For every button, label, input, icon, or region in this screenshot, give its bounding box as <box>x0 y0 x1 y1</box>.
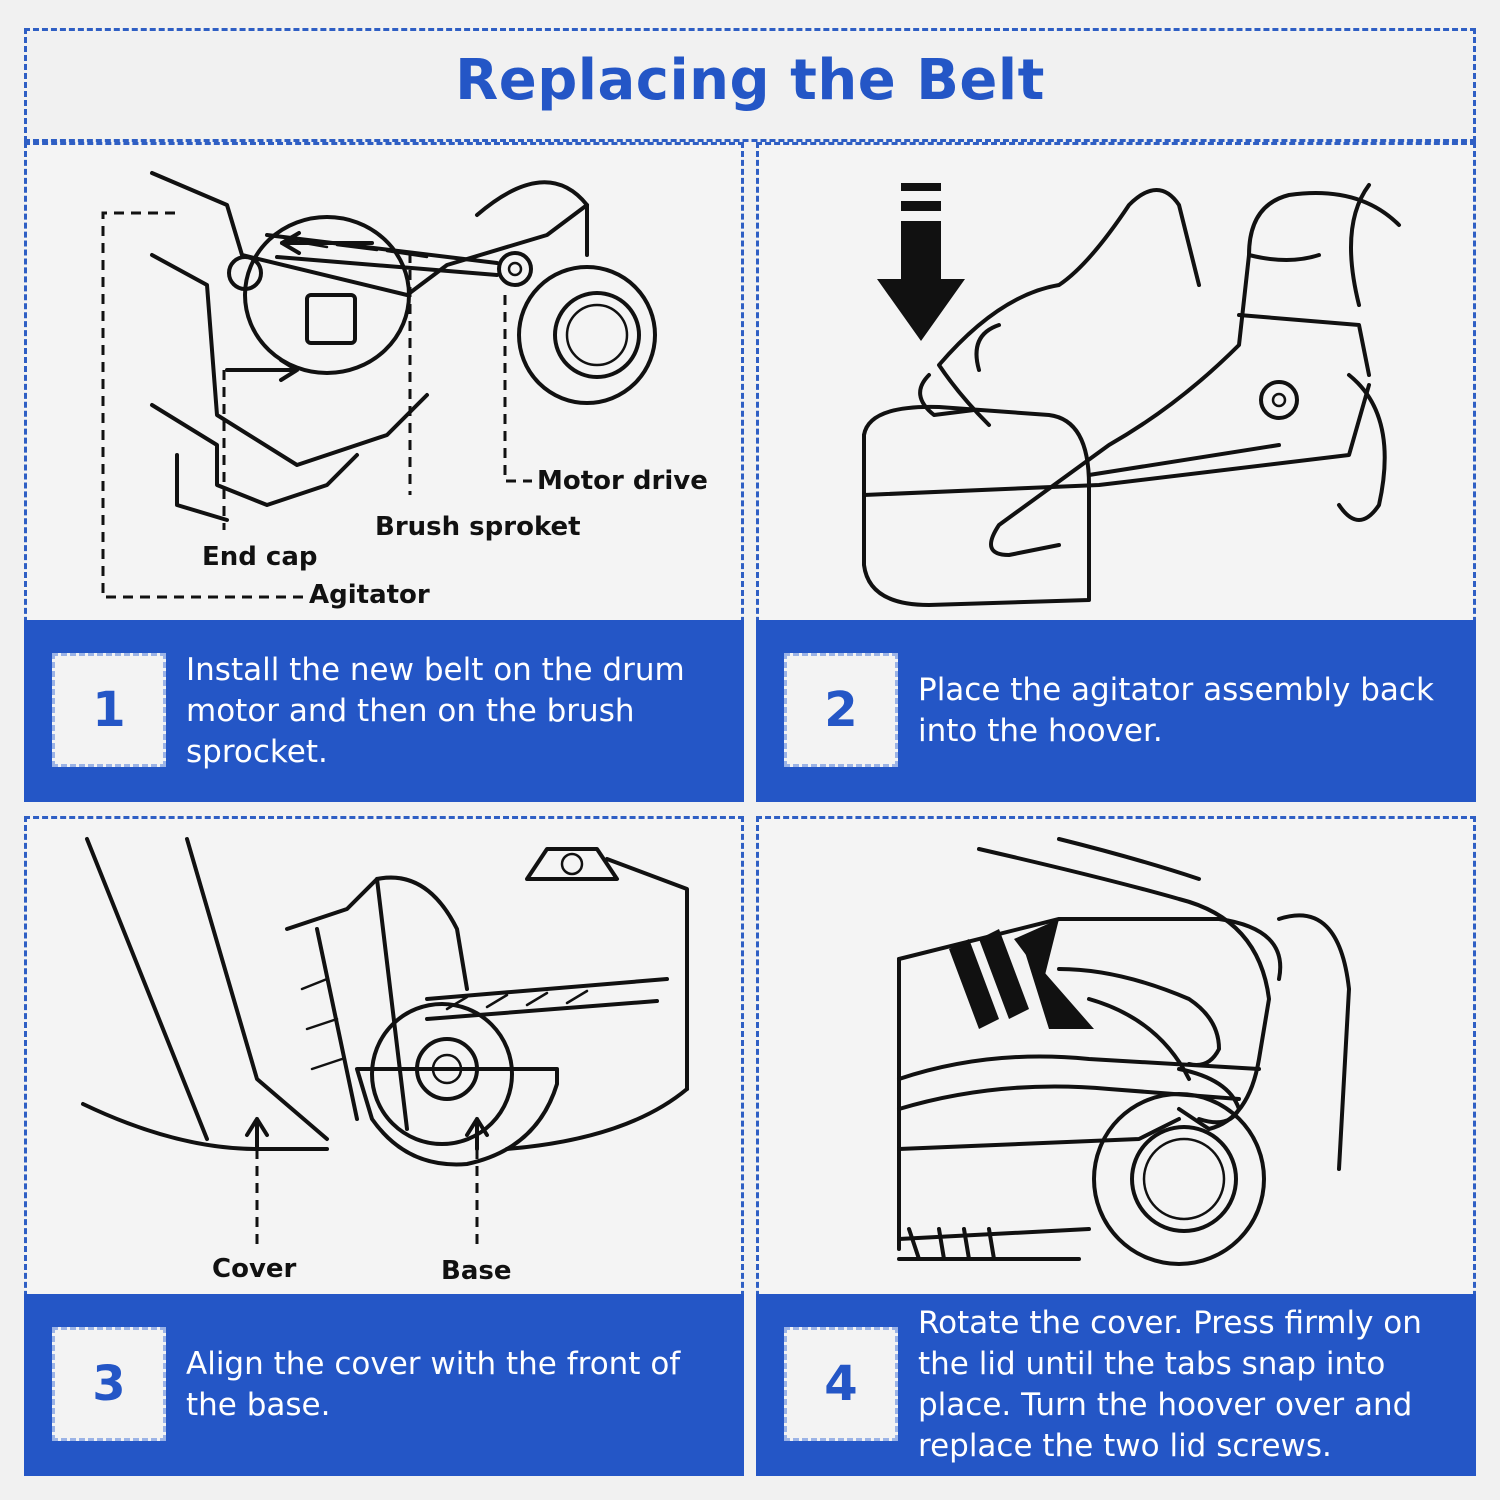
step-4-caption-band: 4 Rotate the cover. Press firmly on the … <box>756 1294 1476 1476</box>
label-brush-sproket: Brush sproket <box>375 512 581 542</box>
step-3-number: 3 <box>52 1327 166 1441</box>
label-agitator: Agitator <box>309 580 430 610</box>
step-2-illustration <box>862 183 1401 607</box>
step-2-panel: 2 Place the agitator assembly back into … <box>756 142 1476 802</box>
step-2-caption-band: 2 Place the agitator assembly back into … <box>756 620 1476 802</box>
step-1-text: Install the new belt on the drum motor a… <box>186 651 685 770</box>
step-3-text: Align the cover with the front of the ba… <box>186 1346 681 1423</box>
step-4-text: Rotate the cover. Press firmly on the li… <box>918 1305 1422 1464</box>
step-2-text: Place the agitator assembly back into th… <box>918 672 1434 749</box>
step-1-caption-band: 1 Install the new belt on the drum motor… <box>24 620 744 802</box>
label-base: Base <box>441 1256 511 1286</box>
title-frame <box>24 28 1476 142</box>
step-1-number: 1 <box>52 653 166 767</box>
step-2-number: 2 <box>784 653 898 767</box>
step-4-illustration <box>897 837 1351 1266</box>
page-title: Replacing the Belt <box>455 48 1045 113</box>
step-4-number: 4 <box>784 1327 898 1441</box>
step-3-panel: Cover Base 3 Align the cover with the fr… <box>24 816 744 1476</box>
label-end-cap: End cap <box>202 542 318 572</box>
step-1-illustration: Motor drive Brush sproket End cap Agitat… <box>101 171 708 610</box>
label-motor-drive: Motor drive <box>537 466 708 496</box>
step-4-panel: 4 Rotate the cover. Press firmly on the … <box>756 816 1476 1476</box>
step-1-panel: Motor drive Brush sproket End cap Agitat… <box>24 142 744 802</box>
label-cover: Cover <box>212 1254 297 1284</box>
step-3-caption-band: 3 Align the cover with the front of the … <box>24 1294 744 1476</box>
step-3-illustration: Cover Base <box>81 837 689 1286</box>
